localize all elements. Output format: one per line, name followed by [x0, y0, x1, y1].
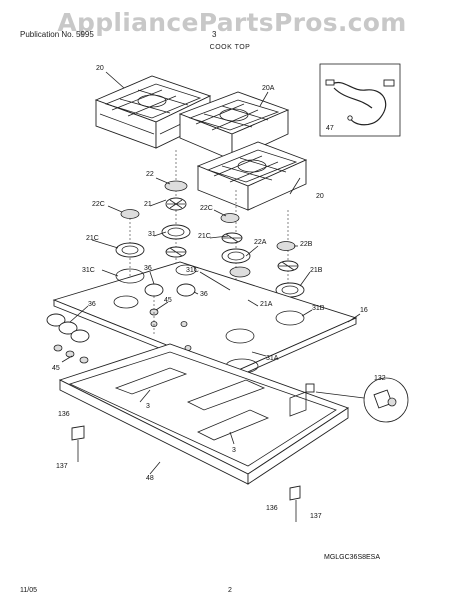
callout-3-right: 3 [232, 447, 236, 454]
callout-137-left: 137 [56, 463, 68, 470]
section-title: COOK TOP [209, 44, 251, 51]
callout-48: 48 [146, 475, 154, 482]
callout-labels: 20 20A 20 47 22 22C 21 22C 21C 31 21C 22… [52, 65, 386, 520]
callout-20-top: 20 [96, 65, 104, 72]
callout-36-right: 36 [200, 291, 208, 298]
callout-47: 47 [326, 125, 334, 132]
callout-21b: 21B [310, 267, 323, 274]
control-knobs [46, 283, 196, 364]
grate-left [94, 75, 212, 149]
callout-136-right: 136 [266, 505, 278, 512]
callout-137-right: 137 [310, 513, 322, 520]
leader-lines [61, 71, 361, 475]
header-publication: Publication No. 5995 [20, 30, 94, 39]
callout-3-left: 3 [146, 403, 150, 410]
burner-stack-left [115, 150, 191, 330]
callout-31b: 31B [312, 305, 325, 312]
callout-45-center: 45 [164, 297, 172, 304]
callout-22: 22 [146, 171, 154, 178]
callout-132: 132 [374, 375, 386, 382]
callout-31c-right: 31C [186, 267, 199, 274]
callout-36-left: 36 [88, 301, 96, 308]
callout-21: 21 [144, 201, 152, 208]
footer-date: 11/05 [20, 587, 37, 594]
model-number: MGLGC36S8ESA [324, 554, 381, 561]
grate-right [196, 141, 308, 211]
callout-31c-left: 31C [82, 267, 95, 274]
callout-36-center: 36 [144, 265, 152, 272]
igniter-module [315, 377, 409, 423]
callout-16: 16 [360, 307, 368, 314]
callout-21c-right: 21C [198, 233, 211, 240]
callout-45-left: 45 [52, 365, 60, 372]
callout-21c-left: 21C [86, 235, 99, 242]
mounting-hardware [71, 425, 301, 522]
callout-31a: 31A [266, 355, 279, 362]
callout-22a: 22A [254, 239, 267, 246]
callout-136-left: 136 [58, 411, 70, 418]
callout-20a: 20A [262, 85, 275, 92]
callout-21a: 21A [260, 301, 273, 308]
callout-31: 31 [148, 231, 156, 238]
callout-20-right: 20 [316, 193, 324, 200]
wiring-harness-inset [319, 63, 401, 137]
footer-page-number: 2 [228, 587, 232, 594]
callout-22c-left: 22C [92, 201, 105, 208]
header-right: 3 [212, 30, 217, 39]
watermark: AppliancePartsPros.com [57, 8, 407, 37]
callout-22c-right: 22C [200, 205, 213, 212]
callout-22b: 22B [300, 241, 313, 248]
base-pan [58, 343, 349, 485]
